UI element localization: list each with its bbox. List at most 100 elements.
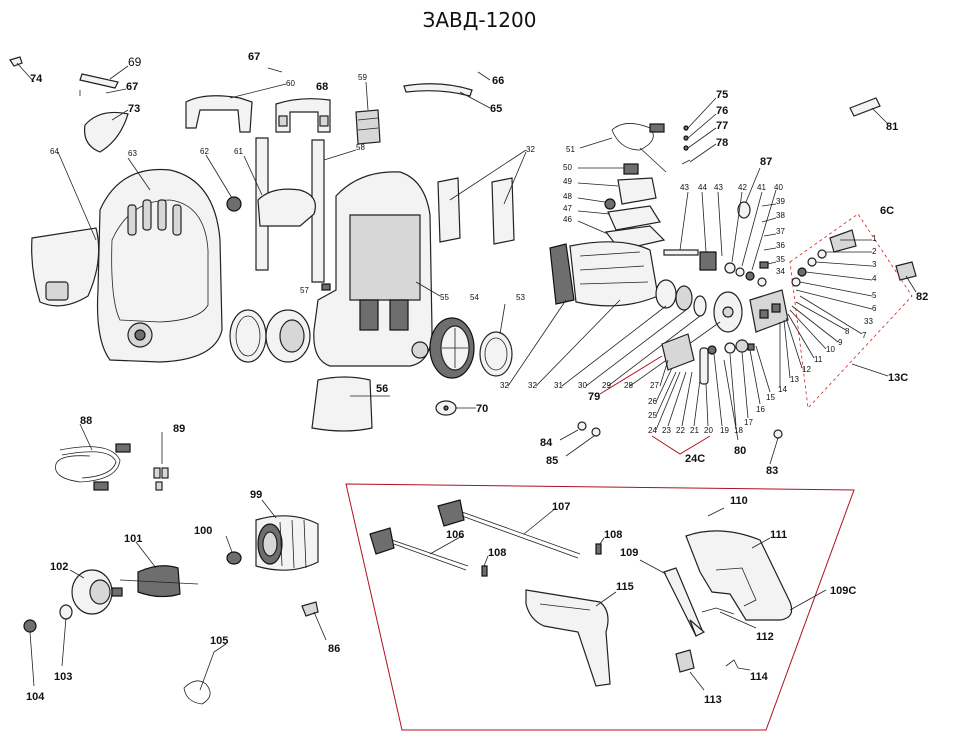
label-58: 58 bbox=[356, 143, 365, 152]
label-108b: 108 bbox=[604, 529, 622, 541]
label-22: 22 bbox=[676, 426, 685, 435]
label-24: 24 bbox=[648, 426, 657, 435]
part-88-hose bbox=[55, 446, 121, 483]
label-100: 100 bbox=[194, 525, 212, 537]
label-39: 39 bbox=[776, 197, 785, 206]
label-115: 115 bbox=[616, 581, 634, 593]
part-82-connector bbox=[895, 261, 917, 281]
label-7: 7 bbox=[862, 331, 867, 340]
label-40: 40 bbox=[774, 183, 783, 192]
label-56: 56 bbox=[376, 383, 388, 395]
part-49-box bbox=[617, 177, 657, 205]
label-23: 23 bbox=[662, 426, 671, 435]
label-37: 37 bbox=[776, 227, 785, 236]
part-57-screw bbox=[321, 283, 331, 291]
part-108-screw-b bbox=[595, 543, 602, 555]
label-77: 77 bbox=[716, 120, 728, 132]
label-66: 66 bbox=[492, 75, 504, 87]
label-17: 17 bbox=[744, 418, 753, 427]
part-6-nozzle bbox=[829, 229, 857, 253]
label-28: 28 bbox=[624, 381, 633, 390]
part-83-seal bbox=[773, 429, 783, 439]
label-78: 78 bbox=[716, 137, 728, 149]
label-102: 102 bbox=[50, 561, 68, 573]
label-67a: 67 bbox=[248, 51, 260, 63]
part-105-brush-holder bbox=[183, 680, 211, 705]
part-73-cap bbox=[83, 111, 129, 153]
part-104-bushing bbox=[23, 619, 37, 633]
label-113: 113 bbox=[704, 694, 722, 706]
part-ring-left bbox=[229, 309, 267, 363]
part-84-ball bbox=[577, 421, 587, 431]
part-89-bushing bbox=[153, 467, 161, 479]
label-76: 76 bbox=[716, 105, 728, 117]
part-86-screw bbox=[301, 601, 319, 617]
label-50: 50 bbox=[563, 163, 572, 172]
label-18: 18 bbox=[734, 426, 743, 435]
part-29-ring bbox=[693, 295, 707, 317]
label-111: 111 bbox=[770, 529, 787, 541]
part-56-tank bbox=[311, 376, 373, 432]
label-43a: 43 bbox=[680, 183, 689, 192]
label-82: 82 bbox=[916, 291, 928, 303]
label-57: 57 bbox=[300, 286, 309, 295]
part-62-knob bbox=[226, 196, 242, 212]
part-106-lance bbox=[369, 527, 395, 555]
label-32a: 32 bbox=[500, 381, 509, 390]
label-89: 89 bbox=[173, 423, 185, 435]
label-35: 35 bbox=[776, 255, 785, 264]
part-74-clip bbox=[9, 56, 23, 67]
label-27: 27 bbox=[650, 381, 659, 390]
label-54: 54 bbox=[470, 293, 479, 302]
label-42: 42 bbox=[738, 183, 747, 192]
label-29: 29 bbox=[602, 381, 611, 390]
label-51: 51 bbox=[566, 145, 575, 154]
part-100-ring bbox=[226, 551, 242, 565]
part-103-bearing bbox=[59, 604, 73, 620]
label-60: 60 bbox=[286, 79, 295, 88]
label-110: 110 bbox=[730, 495, 748, 507]
label-24c: 24C bbox=[685, 453, 705, 465]
label-36: 36 bbox=[776, 241, 785, 250]
label-112: 112 bbox=[756, 631, 774, 643]
label-32b: 32 bbox=[528, 381, 537, 390]
label-20: 20 bbox=[704, 426, 713, 435]
part-58-rail bbox=[311, 139, 325, 283]
label-6c: 6C bbox=[880, 205, 894, 217]
label-69: 69 bbox=[128, 55, 142, 69]
label-44: 44 bbox=[698, 183, 707, 192]
label-88: 88 bbox=[80, 415, 92, 427]
label-46: 46 bbox=[563, 215, 572, 224]
label-104: 104 bbox=[26, 691, 45, 703]
label-87: 87 bbox=[760, 156, 772, 168]
label-79: 79 bbox=[588, 391, 600, 403]
part-107-lance bbox=[437, 499, 465, 527]
part-32-bracket-b bbox=[491, 177, 515, 245]
label-25: 25 bbox=[648, 411, 657, 420]
part-48-knob bbox=[604, 198, 616, 210]
label-41: 41 bbox=[757, 183, 766, 192]
label-80: 80 bbox=[734, 445, 746, 457]
part-32-bracket-a bbox=[437, 177, 461, 243]
label-31: 31 bbox=[554, 381, 563, 390]
label-106: 106 bbox=[446, 529, 464, 541]
label-59: 59 bbox=[358, 73, 367, 82]
part-60-handle bbox=[185, 95, 253, 133]
label-68: 68 bbox=[316, 81, 328, 93]
part-motor-rotor bbox=[549, 243, 575, 305]
part-87-ring bbox=[737, 201, 751, 219]
label-55: 55 bbox=[440, 293, 449, 302]
part-108-screw-a bbox=[481, 565, 488, 577]
part-plug bbox=[649, 123, 665, 133]
label-75: 75 bbox=[716, 89, 728, 101]
label-21: 21 bbox=[690, 426, 699, 435]
label-81: 81 bbox=[886, 121, 898, 133]
label-53: 53 bbox=[516, 293, 525, 302]
part-motor-body bbox=[569, 241, 659, 307]
valve-assembly-frame bbox=[789, 213, 913, 409]
label-5: 5 bbox=[872, 291, 877, 300]
part-59-clip bbox=[355, 109, 381, 145]
label-65: 65 bbox=[490, 103, 502, 115]
label-33: 33 bbox=[864, 317, 873, 326]
